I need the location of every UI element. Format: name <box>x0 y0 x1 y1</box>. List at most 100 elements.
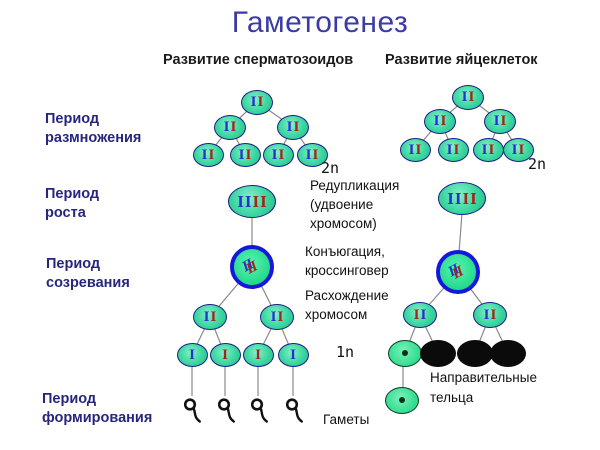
ovum-cell <box>388 339 422 367</box>
chromosome-red: I <box>245 146 252 163</box>
period-growth-line: роста <box>45 205 86 221</box>
reduplication-note-line3: хромосом) <box>310 216 377 231</box>
spermatid-cell: I <box>176 343 208 367</box>
polar-body <box>457 339 493 367</box>
connector-line <box>458 212 463 254</box>
chromosome-red: I <box>462 188 470 208</box>
segregation-note-line1: Расхождение <box>305 288 389 303</box>
nucleus-dot <box>399 397 405 403</box>
chromosome-blue: I <box>290 346 296 363</box>
spermatid-cell: I <box>209 343 241 367</box>
chromosome-red: I <box>468 88 475 105</box>
column-header-egg: Развитие яйцеклеток <box>385 52 538 68</box>
chromosome-blue: I <box>250 93 257 110</box>
chromosome-red: I <box>260 191 267 211</box>
chromosome-red: I <box>453 141 460 158</box>
chromosome-red: I <box>490 306 497 323</box>
chromosome-blue: I <box>271 146 278 163</box>
sperm-gamete <box>251 397 270 427</box>
gametes-label: Гаметы <box>323 412 370 427</box>
chromosome-red: I <box>470 188 477 208</box>
chromosome-red: I <box>440 112 447 129</box>
chromosome-blue: I <box>270 308 277 325</box>
chromosome-blue: I <box>420 306 427 323</box>
chromosome-red: I <box>500 112 507 129</box>
reduplication-note-line2: (удвоение <box>310 197 374 212</box>
chromosome-red: I <box>208 146 215 163</box>
chromosome-blue: I <box>483 306 490 323</box>
chromosome-blue: I <box>454 188 462 208</box>
period-maturation: Период созревания <box>46 255 130 293</box>
column-header-sperm: Развитие сперматозоидов <box>163 52 354 68</box>
conjugation-note-line1: Конъюгация, <box>305 244 385 259</box>
chromosome-red: I <box>230 118 237 135</box>
chromosome-red: I <box>415 141 422 158</box>
ploidy-1n: 1n <box>336 343 355 361</box>
period-maturation-line: Период <box>46 256 101 272</box>
sperm-gamete <box>286 397 305 427</box>
chromosome-blue: I <box>237 191 244 211</box>
sperm-icon <box>251 398 268 423</box>
conjugation-note-line2: кроссинговер <box>305 263 389 278</box>
ploidy-2n-egg: 2n <box>528 155 547 173</box>
chromosome-blue: I <box>493 112 500 129</box>
period-reproduction-line: размножения <box>45 130 142 146</box>
chromosome-blue: I <box>189 346 195 363</box>
nucleus-dot <box>402 350 408 356</box>
polar-bodies-label-line2: тельца <box>430 390 474 405</box>
chromosome-red: I <box>413 306 420 323</box>
sperm-icon <box>286 398 303 423</box>
sperm-gamete <box>218 397 237 427</box>
chromosome-blue: I <box>447 188 454 208</box>
period-maturation-line: созревания <box>46 275 130 291</box>
sperm-gamete <box>184 397 203 427</box>
chromosome-blue: I <box>481 141 488 158</box>
polar-body <box>420 339 456 367</box>
slide-title: Гаметогенез <box>231 6 409 39</box>
chromosome-red: I <box>293 118 300 135</box>
chromosome-red: I <box>252 191 260 211</box>
chromosome-blue: I <box>201 146 208 163</box>
chromosome-blue: I <box>408 141 415 158</box>
chromosome-blue: I <box>238 146 245 163</box>
spermatid-cell: I <box>277 343 309 367</box>
sperm-icon <box>184 398 201 423</box>
chromosome-red: I <box>210 308 217 325</box>
period-growth: Период роста <box>45 185 99 223</box>
chromosome-blue: I <box>446 141 453 158</box>
chromosome-blue: I <box>433 112 440 129</box>
chromosome-red: I <box>222 346 228 363</box>
period-formation-line: формирования <box>42 410 153 426</box>
spermatid-cell: I <box>242 343 274 367</box>
period-formation-line: Период <box>42 391 97 407</box>
mature-ovum-cell <box>385 386 419 414</box>
period-growth-line: Период <box>45 186 100 202</box>
reduplication-note-line1: Редупликация <box>310 178 400 193</box>
period-reproduction-line: Период <box>45 111 100 127</box>
chromosome-blue: I <box>223 118 230 135</box>
chromosome-blue: I <box>286 118 293 135</box>
chromosome-blue: I <box>461 88 468 105</box>
polar-bodies-label-line1: Направительные <box>430 370 537 385</box>
period-formation: Период формирования <box>42 390 152 428</box>
